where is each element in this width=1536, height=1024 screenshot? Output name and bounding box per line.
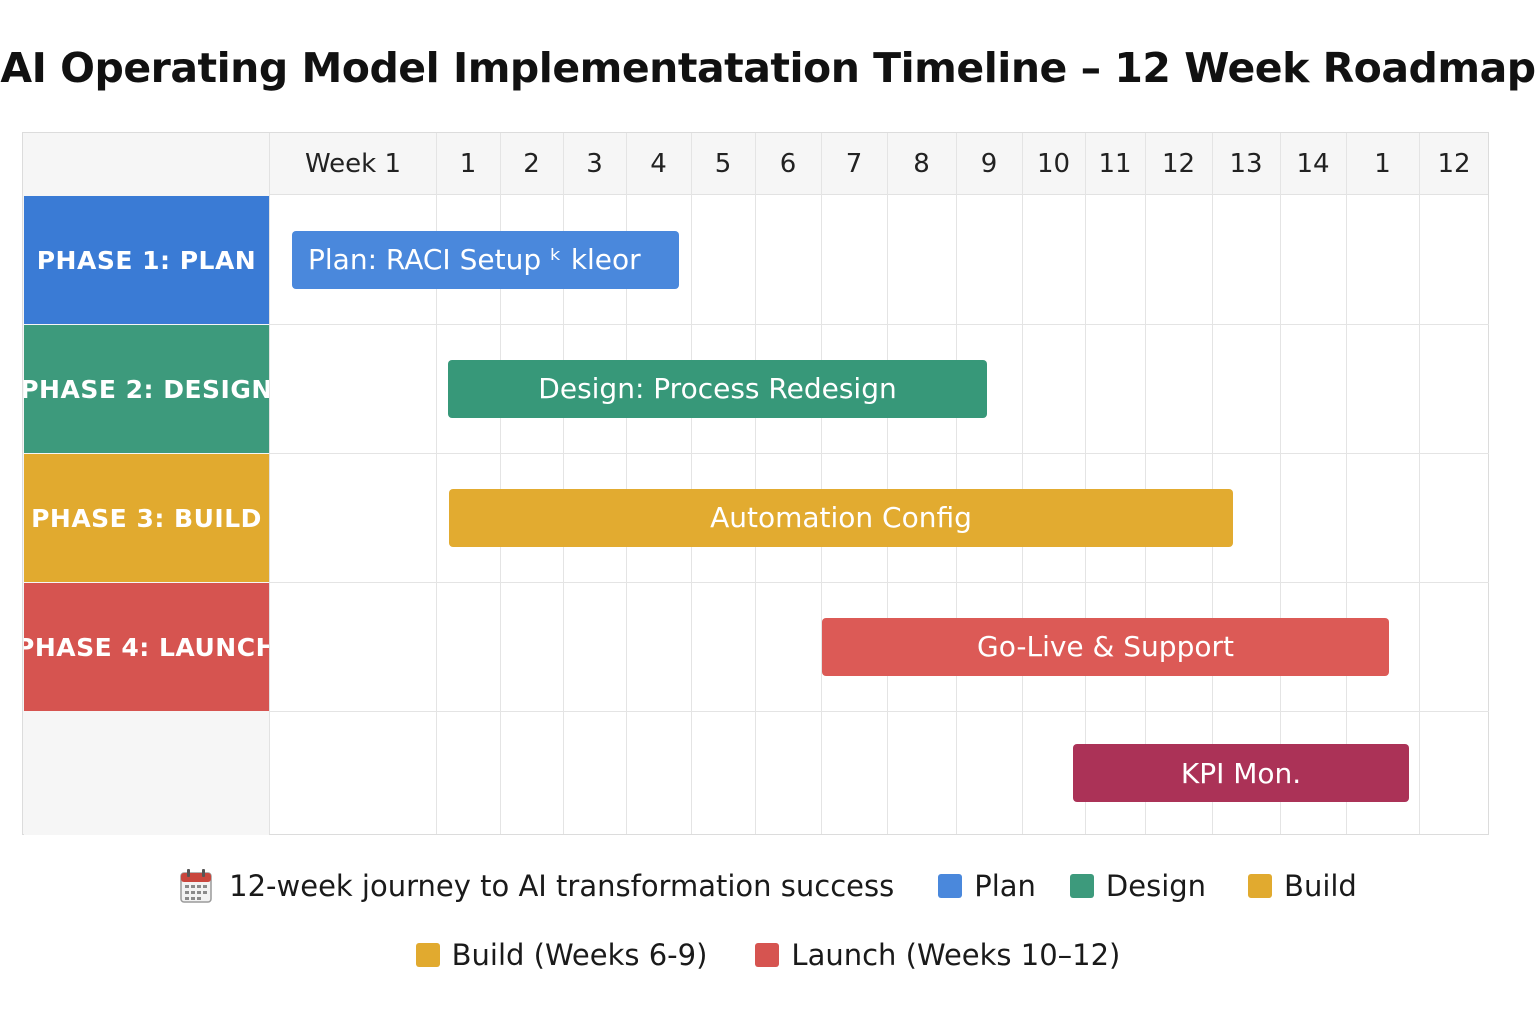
legend-row-1: 12-week journey to AI transformation suc… (0, 868, 1536, 904)
week-header-label: 1 (1374, 149, 1391, 179)
task-bar[interactable]: Go-Live & Support (822, 617, 1389, 676)
legend-swatch-build-weeks (415, 943, 440, 967)
grid-row-line (270, 453, 1489, 454)
week-header-label: Week 1 (304, 149, 402, 179)
phase-label-cell: PHASE 2: DESIGN (24, 325, 269, 453)
legend-item-build-weeks: Build (Weeks 6-9) (415, 938, 708, 972)
grid-column-line (691, 133, 692, 834)
week-header-label: 12 (1161, 149, 1196, 179)
grid-column-line (1346, 133, 1347, 834)
grid-row-line (270, 582, 1489, 583)
legend-swatch-build (1248, 874, 1273, 898)
week-header-label: 2 (523, 149, 540, 179)
legend-swatch-plan (938, 874, 963, 898)
grid-column-line (755, 133, 756, 834)
grid-column-line (1022, 133, 1023, 834)
phase-label-cell: PHASE 4: LAUNCH (24, 583, 269, 711)
week-header-label: 3 (586, 149, 603, 179)
grid-column-line (1212, 133, 1213, 834)
calendar-icon (180, 869, 212, 903)
legend-item-launch-weeks: Launch (Weeks 10–12) (755, 938, 1120, 972)
legend-caption: 12-week journey to AI transformation suc… (179, 868, 894, 904)
grid-column-line (1145, 133, 1146, 834)
grid-column-line (1280, 133, 1281, 834)
week-header-label: 5 (714, 149, 732, 179)
legend-label-design: Design (1105, 869, 1207, 903)
week-header-label: 6 (779, 149, 797, 179)
week-header-label: 8 (913, 149, 930, 179)
task-bar[interactable]: Design: Process Redesign (448, 359, 987, 418)
grid-row-line (270, 324, 1489, 325)
phase-label-cell (24, 712, 269, 835)
legend-label-build-weeks: Build (Weeks 6-9) (451, 938, 708, 972)
legend-item-build: Build (1248, 869, 1357, 903)
grid-column-line (626, 133, 627, 834)
week-header-label: 11 (1098, 149, 1132, 179)
week-header-label: 14 (1296, 149, 1330, 179)
grid-row-line (270, 711, 1489, 712)
grid-column-line (887, 133, 888, 834)
week-header-label: 4 (650, 149, 667, 179)
week-header-label: 13 (1229, 149, 1263, 179)
legend-item-design: Design (1069, 869, 1207, 903)
legend-caption-text: 12-week journey to AI transformation suc… (229, 869, 895, 903)
grid-column-line (436, 133, 437, 834)
legend-swatch-launch-weeks (755, 943, 780, 967)
task-bar[interactable]: Automation Config (449, 488, 1233, 547)
task-bar[interactable]: Plan: RACI Setup ᵏ kleor (292, 230, 679, 289)
task-bar[interactable]: KPI Mon. (1073, 744, 1409, 802)
grid-column-line (1085, 133, 1086, 834)
legend-item-plan: Plan (938, 869, 1036, 903)
week-header-label: 7 (845, 149, 863, 179)
phase-label-cell: PHASE 3: BUILD (24, 454, 269, 582)
grid-column-line (563, 133, 564, 834)
legend-label-plan: Plan (974, 869, 1036, 903)
week-header-label: 1 (459, 149, 477, 179)
grid-column-line (1419, 133, 1420, 834)
grid-column-line (956, 133, 957, 834)
legend-label-launch-weeks: Launch (Weeks 10–12) (791, 938, 1121, 972)
grid-column-line (500, 133, 501, 834)
week-header-label: 9 (980, 149, 998, 179)
legend-row-2: Build (Weeks 6-9) Launch (Weeks 10–12) (0, 938, 1536, 972)
legend-label-build: Build (1284, 869, 1357, 903)
page-title: AI Operating Model Implementatation Time… (0, 44, 1536, 92)
week-header-label: 10 (1036, 149, 1071, 179)
phase-label-cell: PHASE 1: PLAN (24, 196, 269, 324)
legend-swatch-design (1069, 874, 1094, 898)
grid-column-line (821, 133, 822, 834)
week-header-label: 12 (1437, 149, 1471, 179)
